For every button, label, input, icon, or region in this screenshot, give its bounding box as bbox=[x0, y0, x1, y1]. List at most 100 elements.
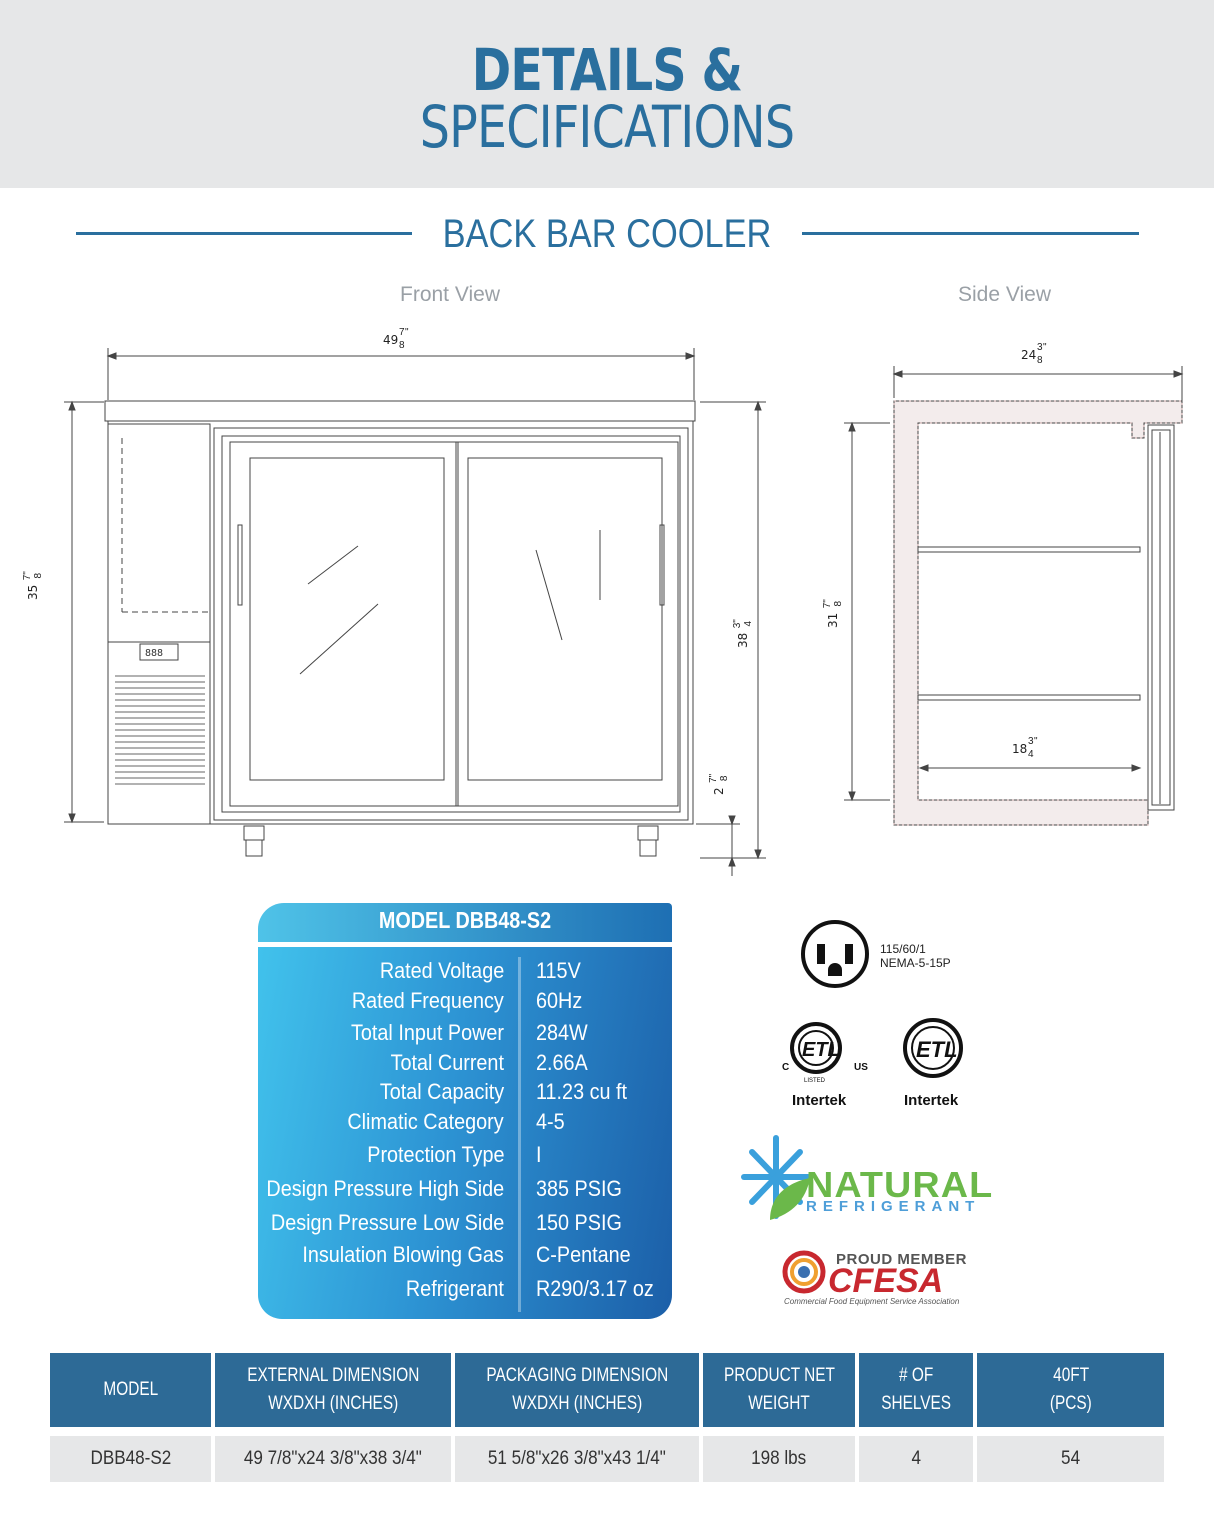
total-height-whole: 38 bbox=[736, 632, 751, 648]
vent-grille bbox=[115, 675, 205, 785]
front-height-whole: 35 bbox=[26, 584, 41, 600]
table-cell-text: DBB48-S2 bbox=[90, 1448, 171, 1469]
natural-refrigerant-logo-word: NATURAL bbox=[806, 1164, 994, 1205]
spec-label: Refrigerant bbox=[406, 1276, 504, 1301]
spec-label: Design Pressure High Side bbox=[266, 1176, 504, 1201]
cfesa-subtitle: Commercial Food Equipment Service Associ… bbox=[784, 1297, 960, 1306]
table-header-cell: MODEL bbox=[50, 1353, 211, 1427]
etl-mark-1: ETL bbox=[802, 1039, 840, 1061]
etl-c: C bbox=[782, 1062, 789, 1073]
table-cell-text: 54 bbox=[1060, 1448, 1081, 1469]
front-width-whole: 49 bbox=[383, 333, 399, 347]
total-height-den: 4 bbox=[743, 620, 754, 627]
side-shell bbox=[893, 400, 1183, 826]
side-height-whole: 31 bbox=[826, 612, 841, 628]
caster-height-whole: 2 bbox=[712, 787, 727, 795]
left-door-handle bbox=[237, 524, 243, 606]
total-height-label: 38 3" 4 bbox=[732, 588, 754, 648]
model-card-body bbox=[258, 947, 672, 1319]
spec-value: 150 PSIG bbox=[536, 1210, 622, 1235]
etl-listed-c-us-logo: ETL C US LISTED bbox=[782, 1022, 868, 1084]
table-cell: 51 5/8"x26 3/8"x43 1/4" bbox=[455, 1436, 699, 1482]
etl-logo: ETL bbox=[903, 1018, 963, 1078]
table-header-cell: EXTERNAL DIMENSION WXDXH (INCHES) bbox=[215, 1353, 451, 1427]
front-height-num: 7 bbox=[22, 574, 33, 581]
spec-label: Rated Frequency bbox=[352, 988, 504, 1013]
caster-height-label: 2 7" 8 bbox=[708, 755, 730, 795]
cfesa-swirl-icon bbox=[782, 1250, 826, 1294]
section-rule-left bbox=[76, 232, 412, 235]
caster-left bbox=[243, 825, 265, 841]
compressor-panel bbox=[107, 423, 211, 825]
header-band bbox=[0, 0, 1214, 188]
front-width-unit: " bbox=[405, 327, 409, 338]
cfesa-logo-word: CFESA bbox=[828, 1262, 944, 1300]
table-cell-text: 51 5/8"x26 3/8"x43 1/4" bbox=[488, 1448, 666, 1469]
spec-value: 60Hz bbox=[536, 988, 583, 1013]
spec-value: C-Pentane bbox=[536, 1242, 631, 1267]
table-header-cell: PACKAGING DIMENSION WXDXH (INCHES) bbox=[455, 1353, 699, 1427]
caster-height-unit: " bbox=[708, 773, 719, 778]
table-header-line2: WEIGHT bbox=[748, 1393, 810, 1414]
table-cell-text: 4 bbox=[911, 1448, 921, 1469]
side-height-label: 31 7" 8 bbox=[822, 568, 844, 628]
spec-label: Total Input Power bbox=[351, 1020, 504, 1045]
side-height-unit: " bbox=[822, 599, 833, 603]
nema-plug-icon bbox=[801, 920, 869, 988]
intertek-caption-2: Intertek bbox=[904, 1092, 959, 1109]
table-cell-text: 198 lbs bbox=[751, 1448, 807, 1469]
table-cell: DBB48-S2 bbox=[50, 1436, 211, 1482]
left-door-glass bbox=[249, 457, 445, 781]
table-header-line2: WXDXH (INCHES) bbox=[268, 1393, 398, 1414]
caster-right bbox=[637, 825, 659, 841]
spec-value: I bbox=[536, 1142, 542, 1167]
front-cabinet-body bbox=[107, 420, 694, 825]
shelf-depth-den: 4 bbox=[1028, 749, 1034, 760]
table-header-cell: PRODUCT NET WEIGHT bbox=[703, 1353, 855, 1427]
model-card-header bbox=[258, 903, 672, 942]
side-shelf-lower bbox=[917, 694, 1141, 701]
table-header-line2: WXDXH (INCHES) bbox=[512, 1393, 642, 1414]
total-height-unit: " bbox=[732, 619, 743, 623]
section-rule-right bbox=[802, 232, 1139, 235]
table-cell: 198 lbs bbox=[703, 1436, 855, 1482]
front-height-unit: " bbox=[22, 571, 33, 575]
temp-display bbox=[139, 643, 179, 661]
door-outer-frame bbox=[213, 427, 689, 821]
spec-label: Protection Type bbox=[366, 1142, 504, 1167]
side-depth-den: 8 bbox=[1037, 355, 1043, 366]
model-card-title: MODEL DBB48-S2 bbox=[378, 907, 552, 933]
front-height-den: 8 bbox=[33, 572, 44, 579]
side-depth-num: 3 bbox=[1037, 342, 1043, 353]
page-title-line2: SPECIFICATIONS bbox=[419, 93, 795, 161]
side-height-den: 8 bbox=[833, 600, 844, 607]
table-header-line1: PRODUCT NET bbox=[723, 1365, 835, 1386]
model-card-divider bbox=[518, 957, 521, 1312]
caster-height-den: 8 bbox=[719, 775, 730, 782]
spec-value: 115V bbox=[536, 958, 581, 983]
front-width-den: 8 bbox=[399, 340, 405, 351]
table-header-line1: EXTERNAL DIMENSION bbox=[246, 1365, 420, 1386]
table-header-line1: PACKAGING DIMENSION bbox=[486, 1365, 668, 1386]
shelf-depth-whole: 18 bbox=[1012, 742, 1028, 756]
spec-label: Climatic Category bbox=[347, 1109, 504, 1134]
table-header-line1: 40FT bbox=[1052, 1365, 1089, 1386]
caster-height-num: 7 bbox=[708, 777, 719, 783]
spec-label: Rated Voltage bbox=[379, 958, 504, 983]
left-door bbox=[229, 441, 459, 807]
table-header-line1: MODEL bbox=[103, 1379, 158, 1400]
side-depth-whole: 24 bbox=[1021, 348, 1037, 362]
snowflake-leaf-icon bbox=[741, 1135, 811, 1220]
table-cell: 49 7/8"x24 3/8"x38 3/4" bbox=[215, 1436, 451, 1482]
side-door bbox=[1147, 424, 1175, 811]
table-header-line1: # OF bbox=[898, 1365, 934, 1386]
etl-mark-2: ETL bbox=[916, 1037, 958, 1062]
spec-value: 385 PSIG bbox=[536, 1176, 622, 1201]
front-height-label: 35 7" 8 bbox=[22, 540, 44, 600]
right-door-glass bbox=[467, 457, 663, 781]
spec-label: Total Capacity bbox=[379, 1079, 504, 1104]
table-header-line2: (PCS) bbox=[1049, 1393, 1092, 1414]
front-countertop bbox=[104, 400, 696, 422]
table-header-cell: 40FT (PCS) bbox=[977, 1353, 1164, 1427]
